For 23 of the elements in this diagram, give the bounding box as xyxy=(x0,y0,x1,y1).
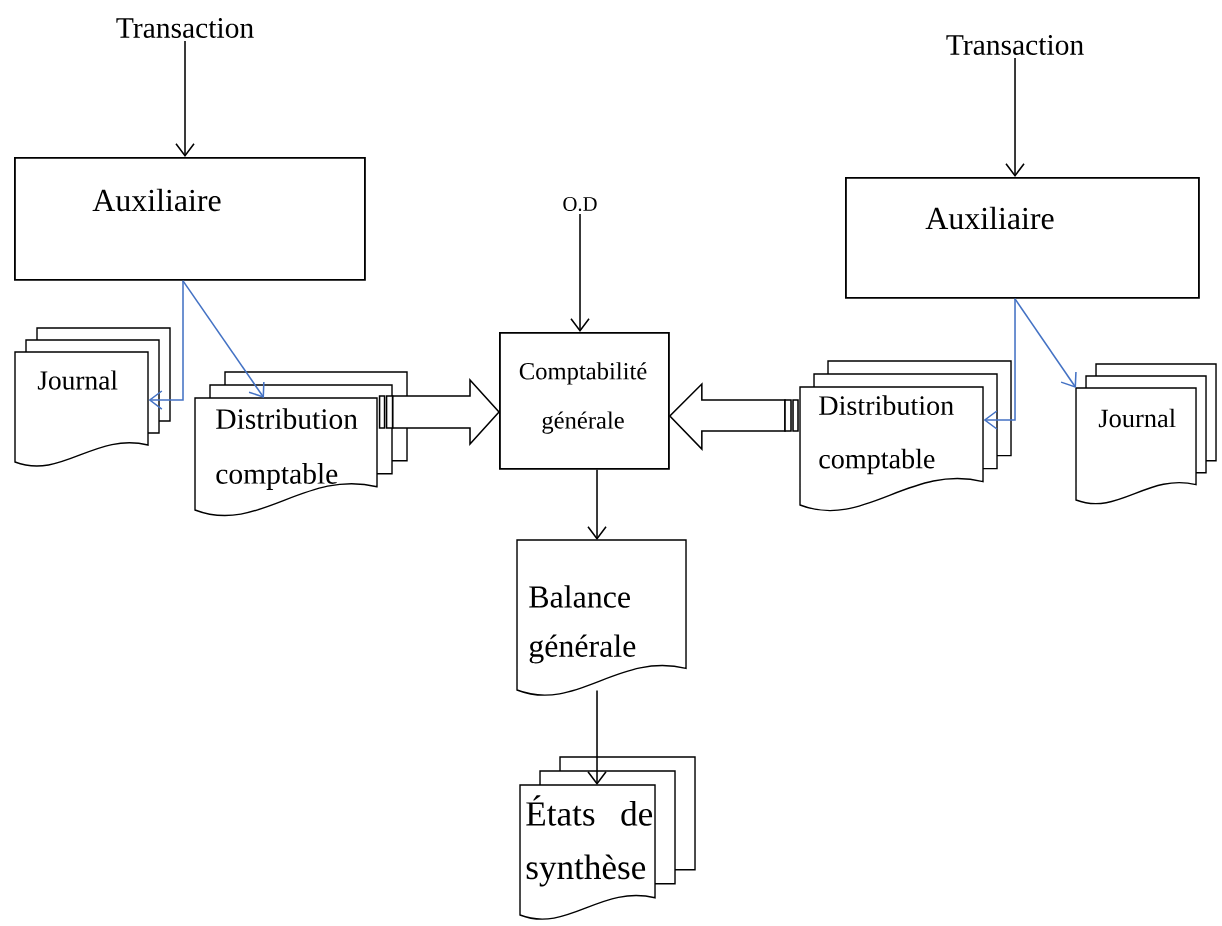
arrow xyxy=(148,280,184,410)
document-stack: Distribution comptable xyxy=(194,371,408,517)
document-stack: Journal xyxy=(14,327,171,467)
document-stack: Journal xyxy=(1075,363,1217,505)
input-label: Transaction xyxy=(116,18,254,38)
arrow xyxy=(1005,57,1025,177)
process-box: Comptabilité générale xyxy=(499,332,670,470)
document-stack: États de synthèse xyxy=(519,756,696,920)
arrow xyxy=(1014,298,1077,388)
input-label: Transaction xyxy=(946,35,1084,55)
arrow xyxy=(587,469,607,540)
block-arrow xyxy=(378,378,501,446)
arrow xyxy=(570,213,590,332)
arrow xyxy=(175,40,195,157)
input-label: O.D xyxy=(563,197,597,211)
arrow xyxy=(983,298,1016,430)
document-stack: Distribution comptable xyxy=(799,360,1012,512)
process-box: Auxiliaire xyxy=(845,177,1200,299)
arrow xyxy=(587,689,607,785)
process-box: Auxiliaire xyxy=(14,157,366,281)
block-arrow xyxy=(668,382,799,451)
arrow xyxy=(182,280,265,398)
node-label: États de synthèse xyxy=(526,795,653,887)
